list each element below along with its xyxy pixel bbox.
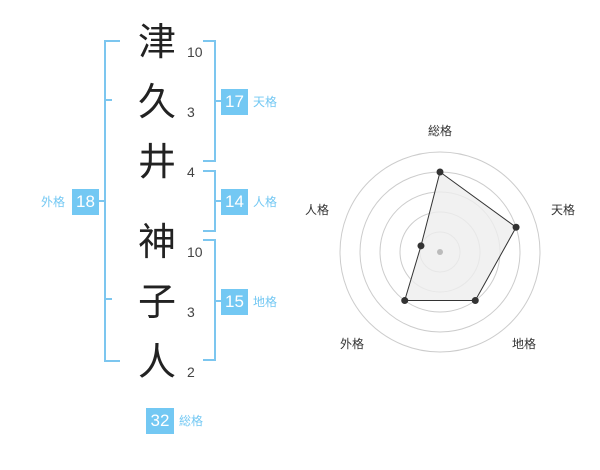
stroke-count-3: 4 [187,164,195,180]
radar-point-1 [436,168,444,176]
gaikaku-bracket-mid [96,200,106,202]
tenkaku-score-badge: 17 [221,89,248,115]
chikaku-score-badge: 15 [221,289,248,315]
kanji-4: 神 [137,220,176,264]
radar-polygon [404,171,517,301]
radar-points [401,168,520,305]
kanji-5: 子 [137,280,176,324]
radar-label-jinkaku: 人格 [304,203,329,217]
tenkaku-label: 天格 [253,95,278,109]
kanji-6: 人 [137,340,176,384]
kanji-3: 井 [137,140,176,184]
jinkaku-score-badge: 14 [221,189,248,215]
radar-label-soukaku: 総格 [427,124,452,138]
gaikaku-bracket-tick-2 [104,298,112,300]
radar-label-tenkaku: 天格 [550,203,575,217]
soukaku-score-badge: 32 [146,408,174,434]
radar-point-5 [417,242,425,250]
jinkaku-label: 人格 [253,195,278,209]
chikaku-bracket-mid [214,300,222,302]
stroke-count-5: 3 [187,304,195,320]
stroke-count-2: 3 [187,104,195,120]
radar-point-4 [401,297,409,305]
chikaku-label: 地格 [253,295,278,309]
gaikaku-label: 外格 [41,195,66,209]
radar-label-gaikaku: 外格 [339,337,364,351]
radar-point-2 [512,223,520,231]
gaikaku-bracket-tick-1 [104,99,112,101]
radar-ring-5 [339,151,541,353]
tenkaku-bracket-mid [214,100,222,102]
radar-label-chikaku: 地格 [511,337,536,351]
kanji-2: 久 [137,80,176,124]
stroke-count-1: 10 [187,44,203,60]
jinkaku-bracket-mid [214,200,222,202]
stroke-count-4: 10 [187,244,203,260]
radar-center-dot [437,249,443,255]
kanji-1: 津 [137,20,176,64]
soukaku-label: 総格 [179,414,204,428]
radar-point-3 [471,297,479,305]
gaikaku-score-badge: 18 [72,189,99,215]
stroke-count-6: 2 [187,364,195,380]
